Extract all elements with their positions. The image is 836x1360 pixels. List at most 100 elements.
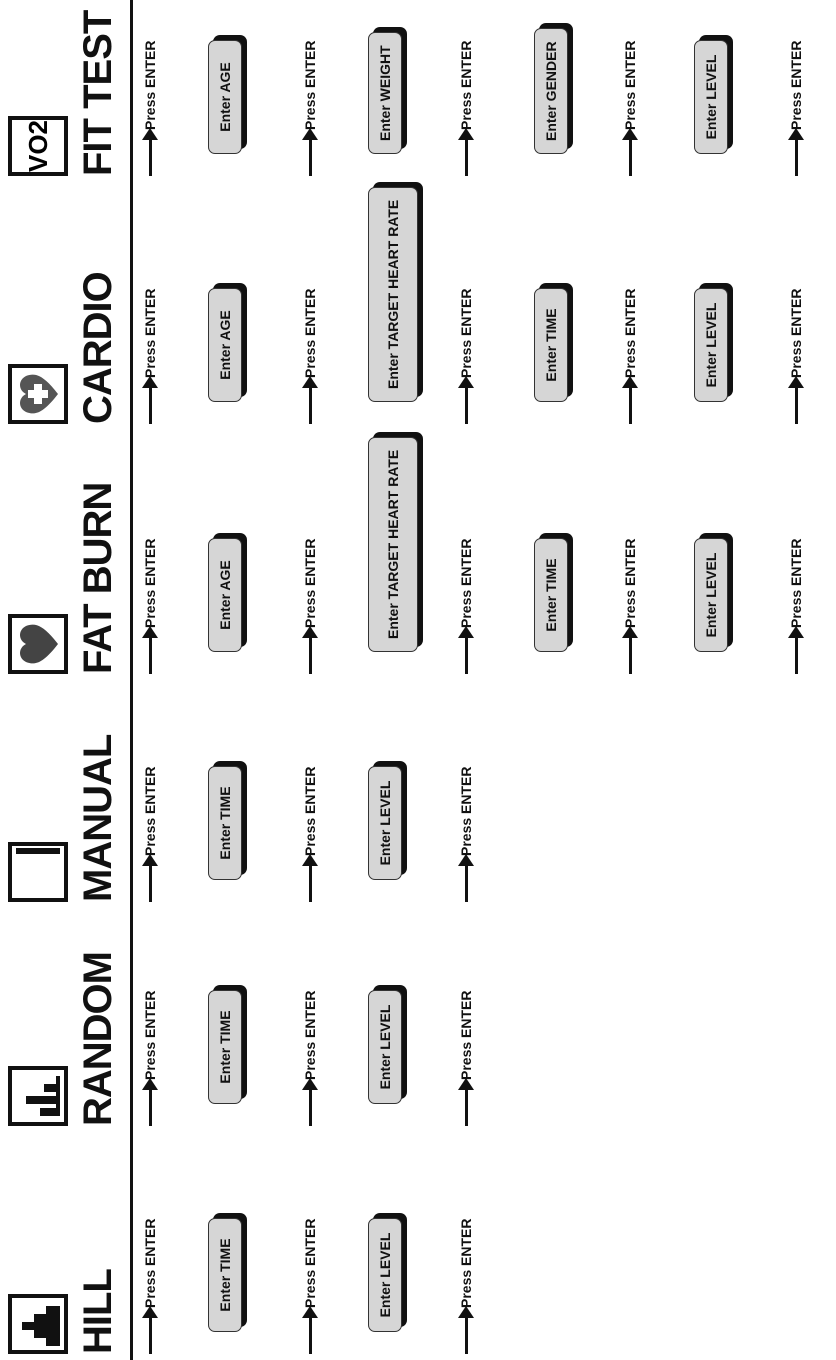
press-enter-label: Press ENTER xyxy=(142,990,158,1080)
press-enter-step: Press ENTER xyxy=(776,41,816,176)
input-step-box: Enter AGE xyxy=(208,40,242,154)
press-enter-label: Press ENTER xyxy=(788,40,804,130)
input-step-box: Enter TIME xyxy=(208,766,242,880)
input-step-box: Enter TARGET HEART RATE xyxy=(368,186,418,402)
input-step-box: Enter TIME xyxy=(534,288,568,402)
press-enter-step: Press ENTER xyxy=(290,289,330,424)
press-enter-step: Press ENTER xyxy=(290,1219,330,1354)
press-enter-label: Press ENTER xyxy=(302,40,318,130)
press-enter-step: Press ENTER xyxy=(290,767,330,902)
flow-arrow-icon xyxy=(794,138,798,176)
flow-arrow-icon xyxy=(464,386,468,424)
input-step-box: Enter LEVEL xyxy=(694,538,728,652)
press-enter-step: Press ENTER xyxy=(446,1219,486,1354)
press-enter-label: Press ENTER xyxy=(142,40,158,130)
press-enter-label: Press ENTER xyxy=(142,766,158,856)
input-step-box: Enter TIME xyxy=(208,990,242,1104)
press-enter-label: Press ENTER xyxy=(622,288,638,378)
program-name: HILL xyxy=(76,1269,120,1354)
vo2-label: VO2 xyxy=(22,119,53,173)
press-enter-label: Press ENTER xyxy=(142,1218,158,1308)
flow-arrow-icon xyxy=(628,138,632,176)
heart-icon xyxy=(8,614,68,674)
flow-arrow-icon xyxy=(148,1316,152,1354)
press-enter-label: Press ENTER xyxy=(458,40,474,130)
press-enter-step: Press ENTER xyxy=(290,539,330,674)
press-enter-step: Press ENTER xyxy=(610,41,650,176)
input-step-box: Enter LEVEL xyxy=(368,766,402,880)
press-enter-step: Press ENTER xyxy=(446,41,486,176)
program-name: RANDOM xyxy=(76,952,120,1126)
press-enter-label: Press ENTER xyxy=(302,538,318,628)
press-enter-step: Press ENTER xyxy=(776,539,816,674)
press-enter-step: Press ENTER xyxy=(130,289,170,424)
flow-arrow-icon xyxy=(794,636,798,674)
program-name: CARDIO xyxy=(76,272,120,424)
press-enter-label: Press ENTER xyxy=(458,538,474,628)
flow-arrow-icon xyxy=(464,138,468,176)
press-enter-step: Press ENTER xyxy=(290,41,330,176)
press-enter-label: Press ENTER xyxy=(458,288,474,378)
flow-arrow-icon xyxy=(148,636,152,674)
input-step-box: Enter WEIGHT xyxy=(368,32,402,154)
press-enter-step: Press ENTER xyxy=(446,767,486,902)
press-enter-step: Press ENTER xyxy=(130,991,170,1126)
press-enter-label: Press ENTER xyxy=(458,1218,474,1308)
flow-arrow-icon xyxy=(628,386,632,424)
program-name: MANUAL xyxy=(76,734,120,902)
press-enter-label: Press ENTER xyxy=(622,538,638,628)
press-enter-step: Press ENTER xyxy=(130,41,170,176)
flow-arrow-icon xyxy=(308,864,312,902)
vo2-icon: VO2 xyxy=(8,116,68,176)
flow-arrow-icon xyxy=(628,636,632,674)
step-chain: Press ENTER Enter TIME Press ENTER Enter LE… xyxy=(130,1094,836,1354)
press-enter-label: Press ENTER xyxy=(458,990,474,1080)
press-enter-label: Press ENTER xyxy=(302,766,318,856)
flow-arrow-icon xyxy=(148,1088,152,1126)
manual-profile-icon xyxy=(8,842,68,902)
press-enter-step: Press ENTER xyxy=(130,767,170,902)
press-enter-step: Press ENTER xyxy=(130,1219,170,1354)
press-enter-label: Press ENTER xyxy=(302,288,318,378)
flow-arrow-icon xyxy=(308,386,312,424)
press-enter-label: Press ENTER xyxy=(788,538,804,628)
flow-arrow-icon xyxy=(148,138,152,176)
press-enter-step: Press ENTER xyxy=(446,289,486,424)
step-chain: Press ENTER Enter TIME Press ENTER Enter LE… xyxy=(130,866,836,1126)
flow-arrow-icon xyxy=(308,1316,312,1354)
input-step-box: Enter GENDER xyxy=(534,28,568,154)
press-enter-label: Press ENTER xyxy=(458,766,474,856)
flow-arrow-icon xyxy=(464,864,468,902)
input-step-box: Enter AGE xyxy=(208,538,242,652)
press-enter-step: Press ENTER xyxy=(610,539,650,674)
press-enter-step: Press ENTER xyxy=(610,289,650,424)
input-step-box: Enter TARGET HEART RATE xyxy=(368,436,418,652)
press-enter-label: Press ENTER xyxy=(142,288,158,378)
flow-arrow-icon xyxy=(794,386,798,424)
press-enter-label: Press ENTER xyxy=(302,1218,318,1308)
flow-arrow-icon xyxy=(308,1088,312,1126)
input-step-box: Enter LEVEL xyxy=(694,40,728,154)
heart-cross-icon xyxy=(8,364,68,424)
random-profile-icon xyxy=(8,1066,68,1126)
press-enter-label: Press ENTER xyxy=(302,990,318,1080)
flow-arrow-icon xyxy=(308,138,312,176)
input-step-box: Enter LEVEL xyxy=(694,288,728,402)
flow-arrow-icon xyxy=(308,636,312,674)
press-enter-step: Press ENTER xyxy=(130,539,170,674)
input-step-box: Enter LEVEL xyxy=(368,1218,402,1332)
input-step-box: Enter TIME xyxy=(208,1218,242,1332)
input-step-box: Enter TIME xyxy=(534,538,568,652)
flow-arrow-icon xyxy=(464,1088,468,1126)
step-chain: Press ENTER Enter AGE Press ENTER Enter WEI… xyxy=(130,0,836,176)
press-enter-step: Press ENTER xyxy=(776,289,816,424)
press-enter-step: Press ENTER xyxy=(290,991,330,1126)
flow-arrow-icon xyxy=(148,386,152,424)
flow-arrow-icon xyxy=(464,1316,468,1354)
press-enter-label: Press ENTER xyxy=(142,538,158,628)
step-chain: Press ENTER Enter TIME Press ENTER Enter LE… xyxy=(130,642,836,902)
program-name: FAT BURN xyxy=(76,482,120,674)
input-step-box: Enter LEVEL xyxy=(368,990,402,1104)
